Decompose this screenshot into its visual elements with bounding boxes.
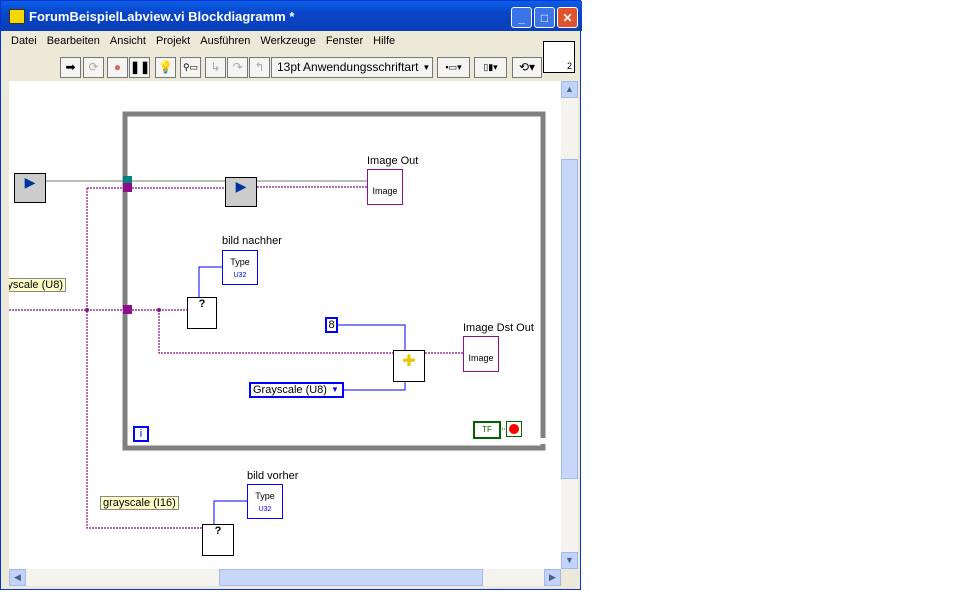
- imaq-create-node[interactable]: ▶: [14, 173, 46, 203]
- menu-fenster[interactable]: Fenster: [325, 35, 364, 47]
- u32-text: U32: [258, 506, 272, 513]
- scroll-down-button[interactable]: ▼: [561, 552, 578, 569]
- scroll-up-button[interactable]: ▲: [561, 81, 578, 98]
- reorder-icon[interactable]: ⟲▾: [512, 57, 542, 78]
- iteration-text: i: [139, 428, 143, 440]
- node-q: ?: [198, 298, 206, 310]
- step-out-icon[interactable]: ↰: [249, 57, 270, 78]
- step-into-icon[interactable]: ↳: [205, 57, 226, 78]
- window: ForumBeispielLabview.vi Blockdiagramm * …: [0, 0, 582, 590]
- tunnel: [123, 176, 132, 185]
- close-button[interactable]: ✕: [557, 7, 578, 28]
- constant-8[interactable]: 8: [325, 317, 338, 333]
- menu-projekt[interactable]: Projekt: [155, 35, 191, 47]
- imaq-getimagetype-node-2[interactable]: ?: [202, 524, 234, 556]
- image-out-indicator[interactable]: Image: [367, 169, 403, 205]
- maximize-button[interactable]: □: [534, 7, 555, 28]
- type-text: Type: [230, 257, 250, 267]
- connector-number: 2: [566, 61, 572, 71]
- labview-icon: [9, 9, 25, 24]
- chevron-down-icon: ▼: [330, 385, 339, 394]
- bild-nachher-label: bild nachher: [222, 235, 282, 247]
- pause-icon[interactable]: ❚❚: [129, 57, 150, 78]
- menu-hilfe[interactable]: Hilfe: [373, 35, 396, 47]
- vertical-scrollbar[interactable]: ▲ ▼: [561, 81, 578, 569]
- minimize-button[interactable]: _: [511, 7, 532, 28]
- vertical-scroll-thumb[interactable]: [561, 159, 578, 479]
- step-over-icon[interactable]: ↷: [227, 57, 248, 78]
- tunnel: [123, 305, 132, 314]
- image-dst-out-label: Image Dst Out: [463, 322, 534, 334]
- while-loop-frame: [122, 111, 546, 451]
- run-arrow-icon[interactable]: ➡: [60, 57, 81, 78]
- horizontal-scrollbar[interactable]: ◀ ▶: [9, 569, 561, 586]
- iteration-terminal: i: [133, 426, 149, 442]
- font-dropdown[interactable]: 13pt Anwendungsschriftart▼: [271, 57, 433, 78]
- type-text: Type: [255, 491, 275, 501]
- scroll-right-button[interactable]: ▶: [544, 569, 561, 586]
- tunnel: [123, 183, 132, 192]
- imaq-copy-node[interactable]: ▶: [225, 177, 257, 207]
- window-title: ForumBeispielLabview.vi Blockdiagramm *: [29, 9, 295, 24]
- align-objects-icon[interactable]: ▪▭▾: [437, 57, 470, 78]
- image-dst-out-indicator[interactable]: Image: [463, 336, 499, 372]
- stop-condition-terminal[interactable]: [506, 421, 522, 437]
- image-text: Image: [372, 186, 398, 196]
- run-continuously-icon[interactable]: ⟳: [83, 57, 104, 78]
- wires: [9, 111, 546, 529]
- imaq-getimagetype-node[interactable]: ?: [187, 297, 217, 329]
- horizontal-scroll-thumb[interactable]: [219, 569, 483, 586]
- grayscale-u8-label: grayscale (U8): [9, 278, 66, 292]
- bild-vorher-label: bild vorher: [247, 470, 299, 482]
- font-value: 13pt Anwendungsschriftart: [277, 60, 419, 74]
- toolbar: ➡ ⟳ ● ❚❚ 💡 ⚲▭ ↳ ↷ ↰ 13pt Anwendungsschri…: [5, 55, 542, 81]
- u32-text: U32: [233, 272, 247, 279]
- menu-ausfuehren[interactable]: Ausführen: [200, 35, 251, 47]
- imaq-cast-node[interactable]: ✚: [393, 350, 425, 382]
- stop-tf-control[interactable]: TF: [473, 421, 501, 439]
- retain-wire-values-icon[interactable]: ⚲▭: [180, 57, 201, 78]
- node-q: ?: [214, 525, 222, 537]
- distribute-objects-icon[interactable]: ▯▮▾: [474, 57, 507, 78]
- enum-value: Grayscale (U8): [253, 384, 327, 396]
- const-8-value: 8: [328, 319, 335, 331]
- image-text: Image: [468, 353, 494, 363]
- stop-icon: [509, 424, 519, 434]
- image-type-enum[interactable]: Grayscale (U8)▼: [249, 382, 344, 398]
- menu-ansicht[interactable]: Ansicht: [109, 35, 146, 47]
- connector-pane-icon[interactable]: 2: [543, 41, 575, 73]
- highlight-execution-icon[interactable]: 💡: [155, 57, 176, 78]
- grayscale-u8-label-clip: grayscale (U8): [9, 278, 66, 294]
- title-bar: ForumBeispielLabview.vi Blockdiagramm * …: [1, 1, 582, 31]
- menu-datei[interactable]: Datei: [11, 35, 37, 47]
- menu-werkzeuge[interactable]: Werkzeuge: [260, 35, 316, 47]
- menu-bar: Datei Bearbeiten Ansicht Projekt Ausführen We…: [5, 35, 399, 53]
- menu-bearbeiten[interactable]: Bearbeiten: [46, 35, 100, 47]
- scroll-left-button[interactable]: ◀: [9, 569, 26, 586]
- chevron-down-icon: ▼: [422, 63, 431, 72]
- tf-text: TF: [482, 425, 492, 434]
- grayscale-i16-label: grayscale (I16): [100, 496, 179, 510]
- image-out-label: Image Out: [367, 155, 419, 167]
- abort-icon[interactable]: ●: [107, 57, 128, 78]
